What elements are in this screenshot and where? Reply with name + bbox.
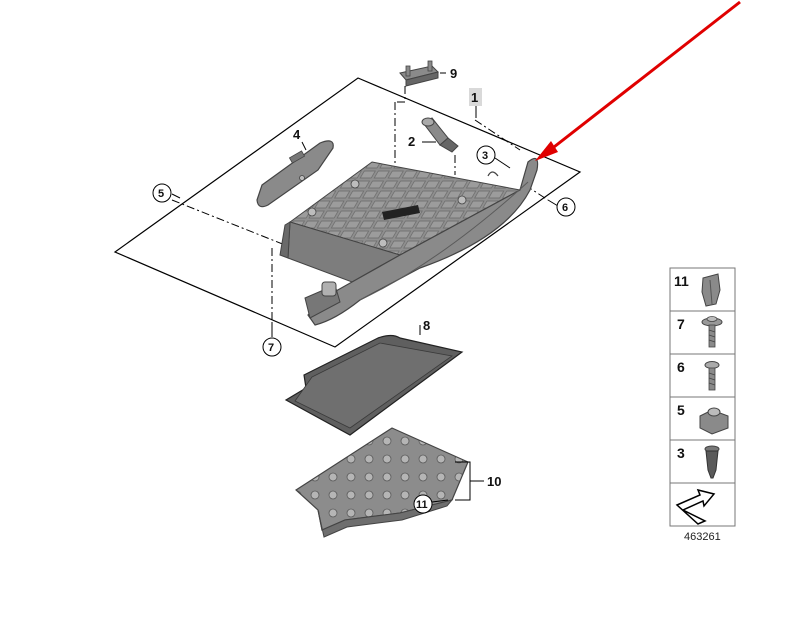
leader-lines — [171, 72, 559, 503]
damper-part-2 — [421, 117, 459, 153]
callout-5-circle: 5 — [152, 183, 172, 203]
legend-item-5: 5 — [677, 402, 685, 418]
legend-item-7: 7 — [677, 316, 685, 332]
callout-1: 1 — [471, 90, 478, 105]
fastener-legend: 11 7 6 5 3 — [669, 267, 736, 527]
legend-item-3: 3 — [677, 445, 685, 461]
page-reference-icon — [675, 488, 716, 525]
cover-part-4 — [256, 140, 334, 208]
carrier-plate-part-10 — [295, 427, 469, 538]
callout-5: 5 — [158, 188, 164, 200]
callout-11: 11 — [416, 499, 428, 511]
callout-7-circle: 7 — [262, 337, 282, 357]
mat-part-8 — [284, 334, 464, 436]
diagram-reference-code: 463261 — [684, 531, 721, 543]
callout-3-circle: 3 — [476, 145, 496, 165]
callout-1-box: 1 — [469, 88, 482, 106]
callout-3: 3 — [482, 150, 488, 162]
callout-4: 4 — [293, 127, 301, 142]
callout-8: 8 — [423, 318, 430, 333]
callout-10: 10 — [487, 474, 501, 489]
screw-icon — [704, 361, 720, 391]
callout-7: 7 — [268, 342, 274, 354]
legend-item-6: 6 — [677, 359, 685, 375]
clip-nut-icon — [701, 273, 721, 307]
bracket-part-9 — [399, 60, 439, 87]
callout-6: 6 — [562, 202, 568, 214]
legend-item-11: 11 — [674, 273, 689, 289]
callout-6-circle: 6 — [556, 197, 576, 217]
indicator-arrow — [535, 0, 741, 161]
callout-9: 9 — [450, 66, 457, 81]
nut-icon — [699, 407, 729, 435]
glove-box-body — [279, 157, 539, 326]
callout-11-circle: 11 — [413, 494, 433, 514]
washer-screw-icon — [701, 316, 723, 348]
callout-2: 2 — [408, 134, 415, 149]
rivet-icon — [704, 445, 720, 479]
